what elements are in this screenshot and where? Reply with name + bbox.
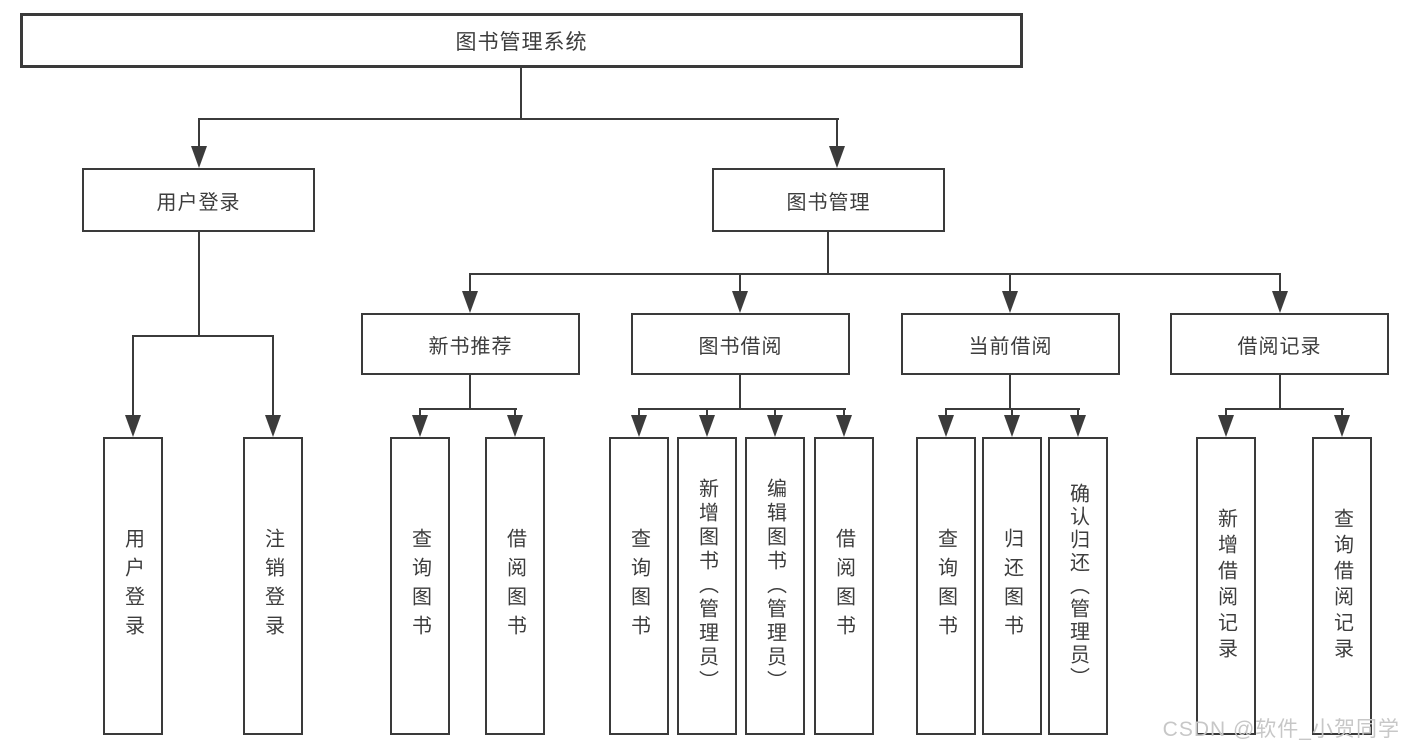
connector-level3-rail [469, 273, 1281, 275]
arrow-down-icon [507, 415, 523, 437]
connector-stub-leaf [638, 408, 640, 420]
arrow-down-icon [1218, 415, 1234, 437]
connector-stub-level3 [1279, 273, 1281, 293]
leaf-borrow-books-2: 借阅图书 [814, 437, 874, 735]
connector-stub-leaf [843, 408, 845, 420]
connector-book-mgmt-trunk [827, 232, 829, 275]
node-library-management-system: 图书管理系统 [20, 13, 1023, 68]
connector-stub-leaf [945, 408, 947, 420]
connector-newbook-trunk [469, 375, 471, 410]
arrow-down-icon [1004, 415, 1020, 437]
arrow-down-icon [732, 291, 748, 313]
connector-stub-level3 [1009, 273, 1011, 293]
arrow-down-icon [1272, 291, 1288, 313]
leaf-edit-books-admin: 编辑图书（管理员） [745, 437, 805, 735]
connector-stub-level3 [469, 273, 471, 293]
arrow-down-icon [836, 415, 852, 437]
node-book-borrow: 图书借阅 [631, 313, 850, 375]
leaf-query-borrow-record: 查询借阅记录 [1312, 437, 1372, 735]
connector-stub-level3 [739, 273, 741, 293]
csdn-watermark: CSDN @软件_小贺同学 [1162, 718, 1400, 741]
connector-stub-leaf [514, 408, 516, 420]
connector-borrow-rail [638, 408, 846, 410]
connector-stub-leaf [1225, 408, 1227, 420]
connector-stub-book-mgmt [836, 118, 838, 148]
connector-records-rail [1225, 408, 1344, 410]
node-new-book-recommend: 新书推荐 [361, 313, 580, 375]
arrow-down-icon [767, 415, 783, 437]
connector-stub-leaf [132, 335, 134, 417]
leaf-confirm-return-admin: 确认归还（管理员） [1048, 437, 1108, 735]
arrow-down-icon [938, 415, 954, 437]
connector-user-login-rail [132, 335, 274, 337]
arrow-down-icon [699, 415, 715, 437]
leaf-query-books-3: 查询图书 [916, 437, 976, 735]
connector-stub-leaf [1011, 408, 1013, 420]
arrow-down-icon [829, 146, 845, 168]
connector-newbook-rail [419, 408, 517, 410]
arrow-down-icon [462, 291, 478, 313]
connector-stub-leaf [419, 408, 421, 420]
connector-user-login-trunk [198, 232, 200, 336]
connector-stub-user-login [198, 118, 200, 148]
connector-stub-leaf [272, 335, 274, 417]
connector-stub-leaf [706, 408, 708, 420]
arrow-down-icon [631, 415, 647, 437]
leaf-query-books-2: 查询图书 [609, 437, 669, 735]
connector-level2-rail [198, 118, 839, 120]
connector-stub-leaf [1077, 408, 1079, 420]
leaf-return-books: 归还图书 [982, 437, 1042, 735]
leaf-add-books-admin: 新增图书（管理员） [677, 437, 737, 735]
arrow-down-icon [412, 415, 428, 437]
node-current-borrow: 当前借阅 [901, 313, 1120, 375]
connector-root-trunk [520, 68, 522, 120]
node-book-management: 图书管理 [712, 168, 945, 232]
connector-records-trunk [1279, 375, 1281, 410]
connector-stub-leaf [774, 408, 776, 420]
leaf-borrow-books-1: 借阅图书 [485, 437, 545, 735]
arrow-down-icon [265, 415, 281, 437]
leaf-user-login: 用户登录 [103, 437, 163, 735]
node-borrow-records: 借阅记录 [1170, 313, 1389, 375]
leaf-query-books-1: 查询图书 [390, 437, 450, 735]
arrow-down-icon [125, 415, 141, 437]
connector-borrow-trunk [739, 375, 741, 410]
connector-current-trunk [1009, 375, 1011, 410]
connector-stub-leaf [1341, 408, 1343, 420]
arrow-down-icon [1002, 291, 1018, 313]
arrow-down-icon [191, 146, 207, 168]
node-user-login: 用户登录 [82, 168, 315, 232]
arrow-down-icon [1334, 415, 1350, 437]
arrow-down-icon [1070, 415, 1086, 437]
leaf-add-borrow-record: 新增借阅记录 [1196, 437, 1256, 735]
leaf-logout: 注销登录 [243, 437, 303, 735]
